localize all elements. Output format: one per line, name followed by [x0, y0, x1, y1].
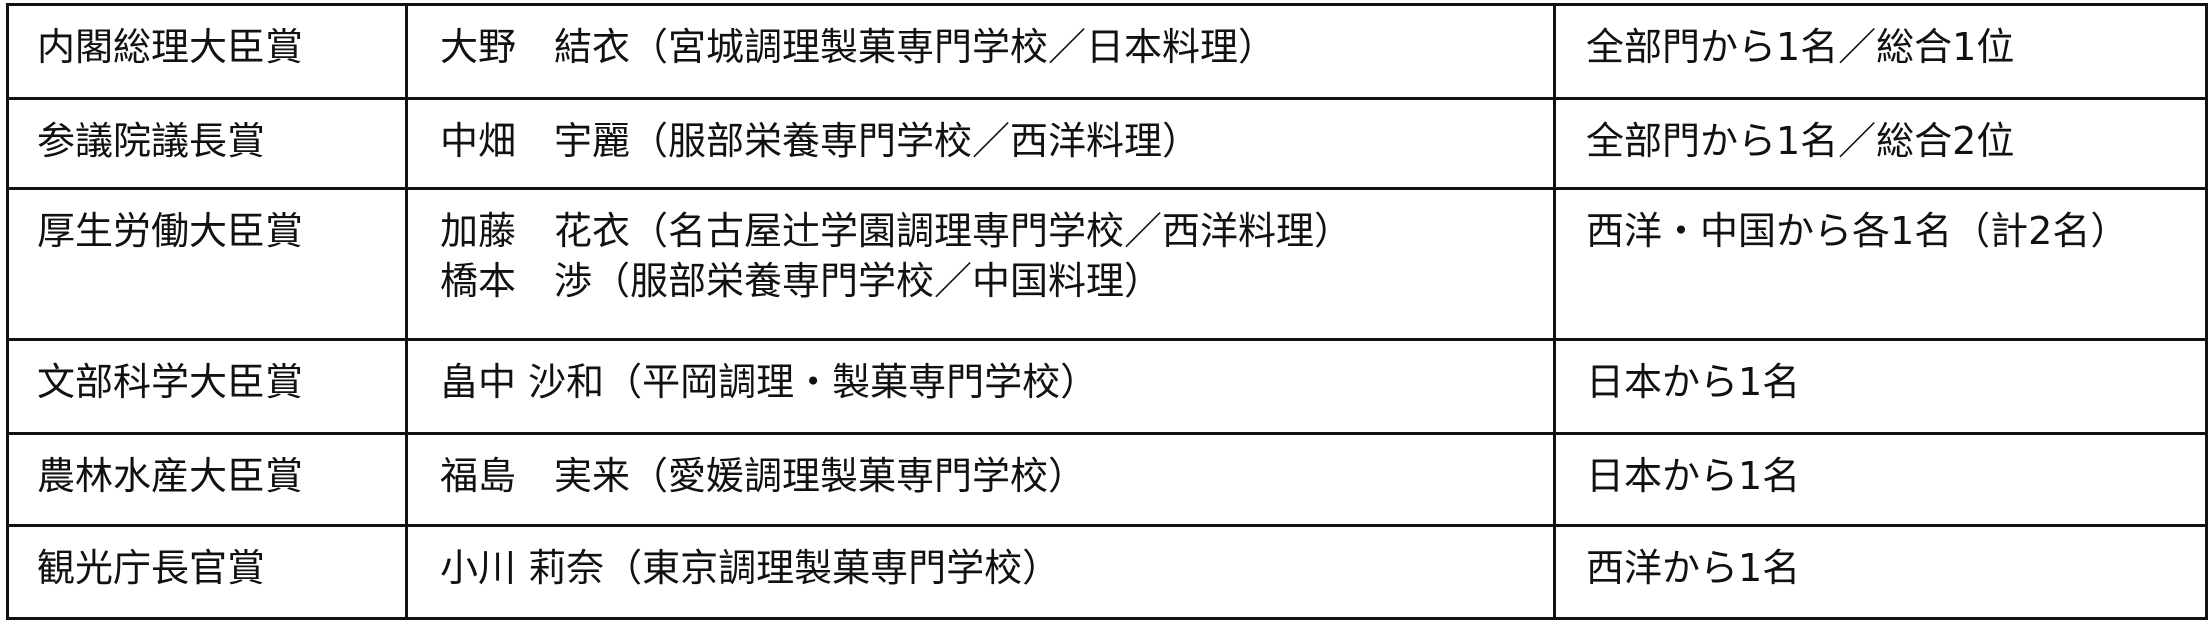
- award-name-cell: 厚生労働大臣賞: [6, 187, 408, 342]
- winner-entry: 橋本 渉（服部栄養専門学校／中国料理）: [440, 259, 1163, 304]
- winner-cell: 加藤 花衣（名古屋辻学園調理専門学校／西洋料理） 橋本 渉（服部栄養専門学校／中…: [405, 187, 1556, 342]
- award-name-cell: 参議院議長賞: [6, 96, 408, 191]
- award-name-cell: 文部科学大臣賞: [6, 338, 408, 435]
- winner-entry: 福島 実来（愛媛調理製菓専門学校）: [440, 453, 1087, 498]
- winner-cell: 小川 莉奈（東京調理製菓専門学校）: [405, 524, 1556, 620]
- selection-note-cell: 西洋から1名: [1553, 524, 2208, 620]
- table-row: 厚生労働大臣賞 加藤 花衣（名古屋辻学園調理専門学校／西洋料理） 橋本 渉（服部…: [6, 187, 2208, 342]
- selection-note-cell: 全部門から1名／総合2位: [1553, 96, 2208, 191]
- table-row: 参議院議長賞 中畑 宇麗（服部栄養専門学校／西洋料理） 全部門から1名／総合2位: [6, 96, 2208, 191]
- table-row: 観光庁長官賞 小川 莉奈（東京調理製菓専門学校） 西洋から1名: [6, 524, 2208, 620]
- selection-note-cell: 日本から1名: [1553, 431, 2208, 528]
- winner-entry: 加藤 花衣（名古屋辻学園調理専門学校／西洋料理）: [440, 209, 1353, 254]
- winner-cell: 福島 実来（愛媛調理製菓専門学校）: [405, 431, 1556, 528]
- awards-table: 内閣総理大臣賞 大野 結衣（宮城調理製菓専門学校／日本料理） 全部門から1名／総…: [6, 3, 2208, 620]
- winner-cell: 大野 結衣（宮城調理製菓専門学校／日本料理）: [405, 3, 1556, 100]
- winner-entry: 畠中 沙和（平岡調理・製菓専門学校）: [440, 360, 1099, 405]
- winner-entry: 大野 結衣（宮城調理製菓専門学校／日本料理）: [440, 25, 1277, 69]
- award-name-cell: 農林水産大臣賞: [6, 431, 408, 528]
- winner-cell: 畠中 沙和（平岡調理・製菓専門学校）: [405, 338, 1556, 435]
- selection-note-cell: 全部門から1名／総合1位: [1553, 3, 2208, 100]
- winner-entry: 中畑 宇麗（服部栄養専門学校／西洋料理）: [440, 118, 1201, 163]
- selection-note-cell: 日本から1名: [1553, 338, 2208, 435]
- table-row: 内閣総理大臣賞 大野 結衣（宮城調理製菓専門学校／日本料理） 全部門から1名／総…: [6, 3, 2208, 100]
- winner-cell: 中畑 宇麗（服部栄養専門学校／西洋料理）: [405, 96, 1556, 191]
- table-row: 農林水産大臣賞 福島 実来（愛媛調理製菓専門学校） 日本から1名: [6, 431, 2208, 528]
- selection-note-cell: 西洋・中国から各1名（計2名）: [1553, 187, 2208, 342]
- award-name-cell: 観光庁長官賞: [6, 524, 408, 620]
- winner-entry: 小川 莉奈（東京調理製菓専門学校）: [440, 546, 1061, 591]
- table-row: 文部科学大臣賞 畠中 沙和（平岡調理・製菓専門学校） 日本から1名: [6, 338, 2208, 435]
- award-name-cell: 内閣総理大臣賞: [6, 3, 408, 100]
